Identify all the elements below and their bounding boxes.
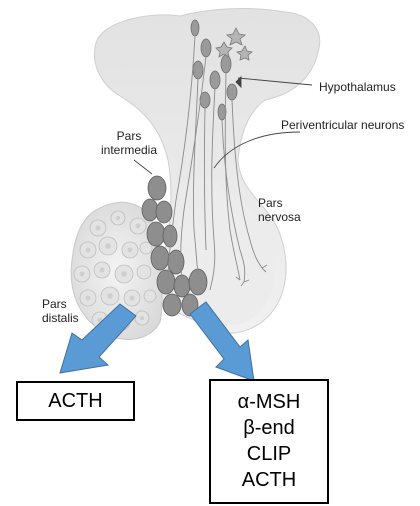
label-hypothalamus: Hypothalamus [319,80,396,94]
label-pars-intermedia-line1: Pars [96,129,162,143]
label-pars-nervosa-line2: nervosa [258,210,301,224]
product-alpha-msh: α-MSH [211,389,327,415]
product-acth-intermedia: ACTH [211,467,327,493]
label-pars-distalis-line1: Pars [42,297,79,311]
label-pars-nervosa-line1: Pars [258,196,301,210]
product-beta-endorphin: β-end [211,415,327,441]
label-pars-intermedia-line2: intermedia [96,143,162,157]
label-periventricular-neurons: Periventricular neurons [281,118,404,132]
label-pars-nervosa: Pars nervosa [258,196,301,224]
pars-distalis-products-box: ACTH [16,381,135,421]
label-pars-distalis: Pars distalis [42,297,79,325]
pars-intermedia-products-box: α-MSH β-end CLIP ACTH [209,379,329,504]
label-pars-intermedia: Pars intermedia [96,129,162,157]
product-acth: ACTH [18,383,133,419]
product-clip: CLIP [211,441,327,467]
label-pars-distalis-line2: distalis [42,311,79,325]
